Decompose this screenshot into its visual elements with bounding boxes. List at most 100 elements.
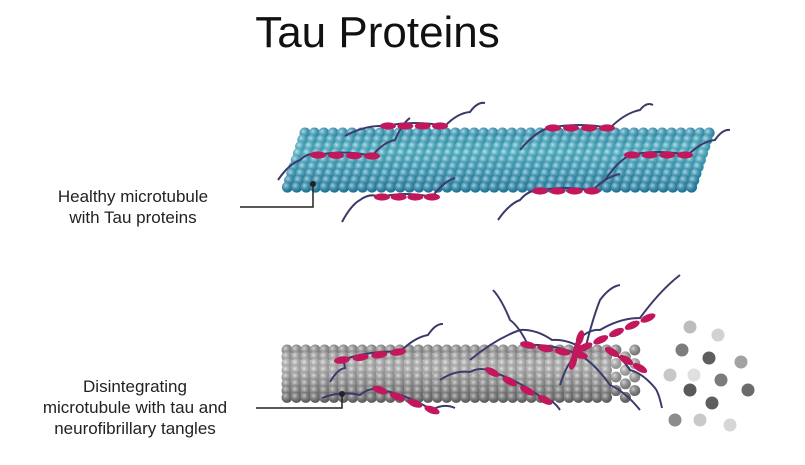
healthy-tubulin-subunit-shade bbox=[507, 181, 519, 193]
diseased-tubulin-subunit-shade bbox=[610, 371, 622, 383]
tau-bead bbox=[641, 151, 658, 159]
free-tubulin-subunit bbox=[668, 413, 682, 427]
tau-bead bbox=[549, 187, 566, 195]
diseased-tubulin-subunit-shade bbox=[629, 371, 641, 383]
tau-bead bbox=[632, 362, 648, 374]
healthy-tubulin-subunit-shade bbox=[451, 181, 463, 193]
healthy-tau-proteins bbox=[277, 101, 731, 223]
healthy-tubulin-subunit-shade bbox=[281, 181, 293, 193]
healthy-tubulin-subunit-shade bbox=[479, 181, 491, 193]
healthy-tubulin-subunit-shade bbox=[469, 181, 481, 193]
diseased-tubulin-subunit-shade bbox=[516, 391, 528, 403]
tau-bead bbox=[599, 124, 615, 132]
diseased-tubulin-subunit-shade bbox=[488, 391, 500, 403]
healthy-tubulin-subunit-shade bbox=[404, 181, 416, 193]
healthy-leader-dot bbox=[310, 181, 316, 187]
free-tubulin-subunit bbox=[663, 368, 677, 382]
diseased-tubulin-subunit-shade bbox=[290, 391, 302, 403]
tau-bead bbox=[537, 395, 553, 405]
diseased-tubulin-subunit-shade bbox=[610, 385, 622, 397]
diseased-tubulin-subunit-shade bbox=[629, 385, 641, 397]
healthy-tubulin-subunit-shade bbox=[648, 181, 660, 193]
tau-strand bbox=[277, 117, 411, 181]
healthy-tubulin-subunit-shade bbox=[516, 181, 528, 193]
healthy-tubulin-subunit-shade bbox=[413, 181, 425, 193]
free-tubulin-subunit bbox=[723, 418, 737, 432]
healthy-tubulin-subunit-shade bbox=[460, 181, 472, 193]
tau-bead bbox=[575, 330, 585, 346]
free-tubulin-subunit bbox=[687, 368, 701, 382]
label-leader-lines bbox=[240, 181, 345, 409]
tau-bead bbox=[624, 151, 640, 159]
disintegrating-microtubule bbox=[281, 344, 641, 403]
loose-tubulin-subunits bbox=[663, 320, 755, 432]
healthy-tubulin-subunit-shade bbox=[610, 181, 622, 193]
tau-bead bbox=[390, 348, 406, 356]
healthy-tubulin-subunit-shade bbox=[657, 181, 669, 193]
tau-bead bbox=[310, 151, 326, 159]
healthy-tubulin-subunit-shade bbox=[629, 181, 641, 193]
tau-bead bbox=[390, 193, 407, 201]
diseased-tubulin-subunit-shade bbox=[601, 391, 613, 403]
healthy-tubulin-subunit-shade bbox=[338, 181, 350, 193]
tau-bead bbox=[545, 124, 561, 132]
tau-bead bbox=[389, 392, 405, 402]
tau-bead bbox=[572, 342, 581, 358]
healthy-tubulin-subunit-shade bbox=[686, 181, 698, 193]
healthy-leader-line bbox=[240, 184, 314, 208]
free-tubulin-subunit bbox=[702, 351, 716, 365]
tau-bead bbox=[554, 347, 571, 356]
tau-bead bbox=[372, 385, 388, 395]
tau-bead bbox=[604, 346, 620, 358]
tau-bead bbox=[532, 187, 548, 195]
healthy-tubulin-subunit-shade bbox=[375, 181, 387, 193]
healthy-tubulin-subunit-shade bbox=[639, 181, 651, 193]
healthy-tubulin-subunit-shade bbox=[488, 181, 500, 193]
healthy-tubulin-subunit-shade bbox=[422, 181, 434, 193]
diseased-tubulin-subunit-shade bbox=[478, 391, 490, 403]
healthy-tubulin-subunit-shade bbox=[291, 181, 303, 193]
diagram-title: Tau Proteins bbox=[255, 8, 500, 57]
free-tubulin-subunit bbox=[683, 383, 697, 397]
tau-bead bbox=[328, 151, 344, 159]
tau-bead bbox=[640, 313, 656, 323]
diseased-tubulin-subunit-shade bbox=[507, 391, 519, 403]
tau-bead bbox=[563, 124, 579, 132]
healthy-label-line-2: with Tau proteins bbox=[69, 208, 197, 227]
tau-bead bbox=[566, 187, 583, 195]
free-tubulin-subunit bbox=[683, 320, 697, 334]
healthy-tubulin-subunit-shade bbox=[394, 181, 406, 193]
disintegrating-leader-dot bbox=[339, 391, 345, 397]
disintegrating-leader-line bbox=[256, 394, 343, 409]
tau-bead bbox=[432, 122, 448, 130]
diseased-tubulin-subunit-shade bbox=[554, 391, 566, 403]
healthy-tubulin-subunit-shade bbox=[328, 181, 340, 193]
healthy-tubulin-subunit-shade bbox=[357, 181, 369, 193]
tau-bead bbox=[577, 342, 593, 352]
tau-bead bbox=[424, 405, 440, 415]
healthy-tubulin-subunit-shade bbox=[620, 181, 632, 193]
tau-bead bbox=[677, 151, 693, 159]
healthy-label-line-1: Healthy microtubule bbox=[57, 187, 209, 206]
diseased-tubulin-subunit-shade bbox=[619, 378, 631, 390]
healthy-tubulin-subunit-shade bbox=[432, 181, 444, 193]
tau-bead bbox=[484, 367, 500, 377]
healthy-tubulin-subunit-shade bbox=[366, 181, 378, 193]
diseased-tubulin-subunit-shade bbox=[450, 391, 462, 403]
healthy-tubulin-subunit-shade bbox=[347, 181, 359, 193]
healthy-tubulin-subunit-shade bbox=[498, 181, 510, 193]
healthy-tubulin-subunit-shade bbox=[319, 181, 331, 193]
disintegrating-label-line-1: Disintegrating bbox=[83, 377, 187, 396]
tau-bead bbox=[659, 151, 676, 159]
diseased-tubulin-subunit-shade bbox=[375, 391, 387, 403]
tau-strand bbox=[329, 322, 444, 383]
diseased-tubulin-subunit-shade bbox=[629, 344, 641, 356]
free-tubulin-subunit bbox=[705, 396, 719, 410]
disintegrating-label-line-3: neurofibrillary tangles bbox=[54, 419, 216, 438]
free-tubulin-subunit bbox=[675, 343, 689, 357]
diseased-tubulin-subunit-shade bbox=[366, 391, 378, 403]
healthy-tubulin-subunit-shade bbox=[300, 181, 312, 193]
tau-bead bbox=[520, 385, 535, 396]
disintegrating-microtubule-label: Disintegrating microtubule with tau and … bbox=[20, 376, 250, 439]
